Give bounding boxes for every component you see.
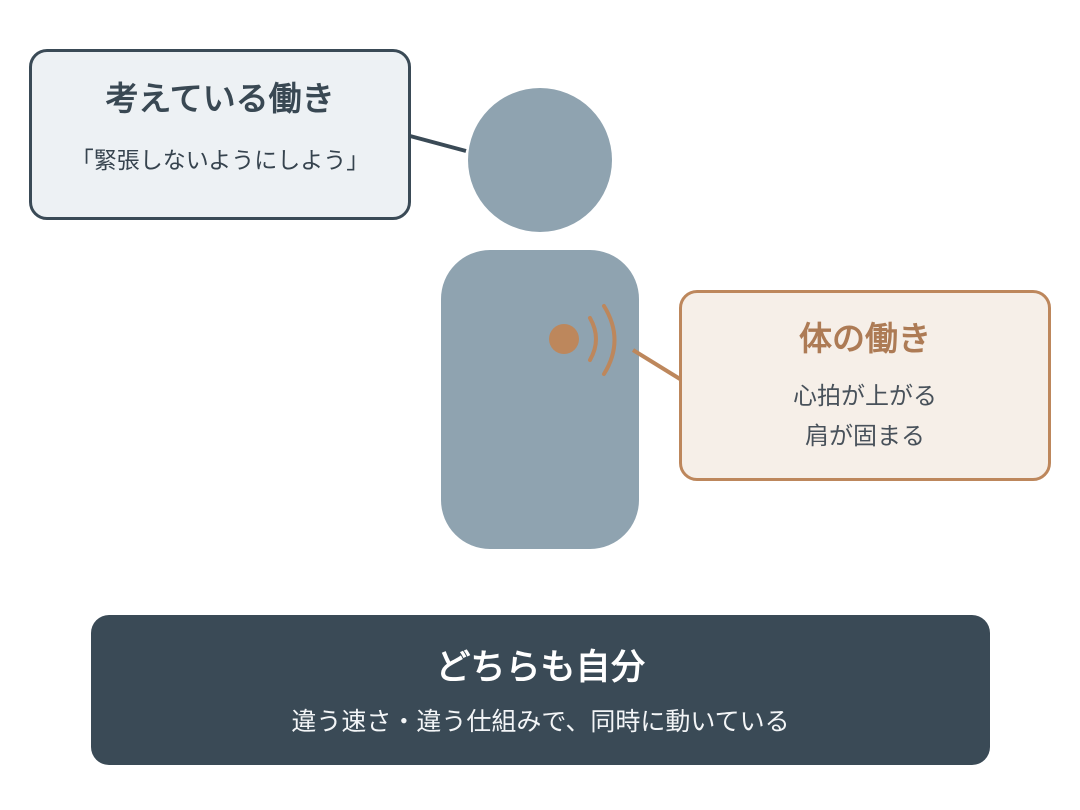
person-head	[468, 88, 612, 232]
mind-connector-line	[409, 134, 467, 153]
heartbeat-dot	[549, 324, 579, 354]
body-symptom-shoulders: 肩が固まる	[805, 422, 925, 450]
heartbeat-wave-outer	[602, 304, 617, 376]
person-body	[441, 250, 639, 549]
body-title: 体の働き	[799, 319, 931, 358]
summary-banner: どちらも自分 違う速さ・違う仕組みで、同時に動いている	[91, 615, 990, 765]
thinking-callout: 考えている働き 「緊張しないようにしよう」	[29, 49, 411, 220]
summary-title: どちらも自分	[435, 648, 646, 688]
thinking-title: 考えている働き	[105, 79, 335, 118]
thinking-quote: 「緊張しないようにしよう」	[70, 148, 370, 174]
heartbeat-wave-inner	[588, 316, 598, 362]
summary-text: 違う速さ・違う仕組みで、同時に動いている	[291, 707, 790, 736]
body-connector-line	[631, 348, 682, 381]
body-symptom-heart: 心拍が上がる	[793, 382, 937, 410]
body-callout: 体の働き 心拍が上がる 肩が固まる	[679, 290, 1051, 481]
